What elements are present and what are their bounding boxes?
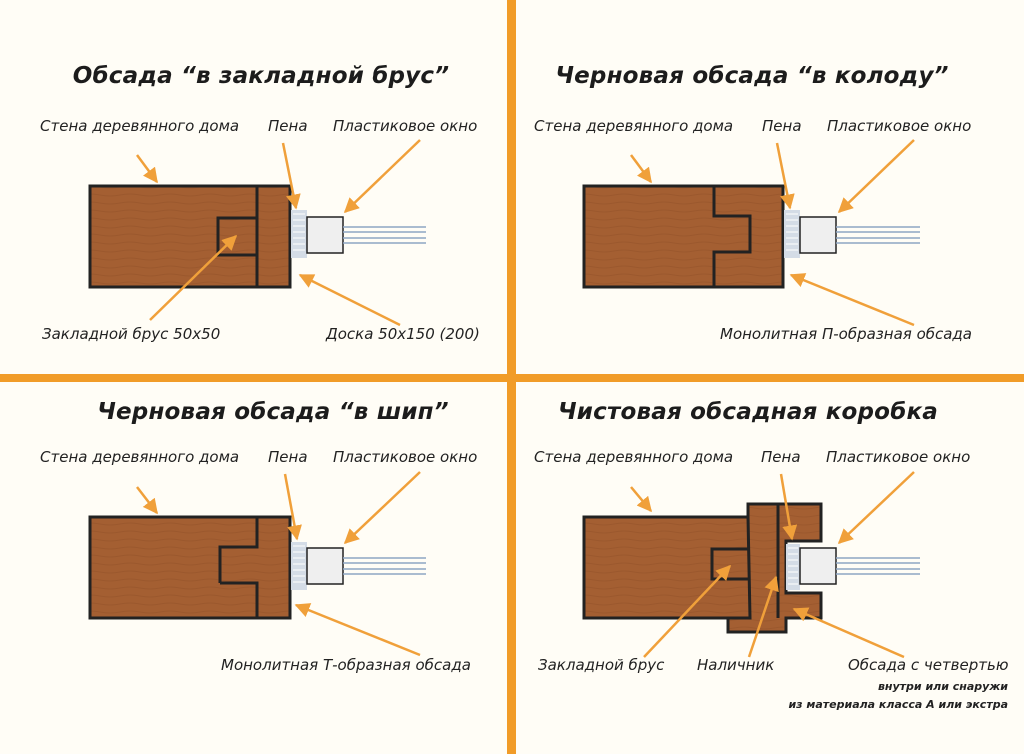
wall-log (88, 515, 292, 620)
window-label: Пластиковое окно (333, 117, 478, 135)
foam (784, 210, 800, 258)
block-casing-diagram (582, 139, 920, 327)
panel-title: Черновая обсада “в шип” (97, 399, 449, 425)
note-line-2: из материала класса А или экстра (788, 698, 1008, 711)
foam (786, 544, 800, 590)
panel-title: Обсада “в закладной брус” (72, 63, 450, 89)
wall-label: Стена деревянного дома (534, 117, 734, 135)
window-arrow (343, 139, 421, 214)
foam-arrow (779, 473, 798, 541)
embedded-beam-label: Закладной брус 50х50 (42, 325, 221, 343)
board-label: Доска 50х150 (200) (326, 325, 480, 343)
finish-casing (726, 502, 823, 634)
wall-arrow (630, 486, 652, 513)
foam (291, 210, 307, 258)
window-arrow (837, 139, 915, 214)
panel-finish-casing-box: Чистовая обсадная коробка Стена деревянн… (494, 377, 1009, 754)
wall-label: Стена деревянного дома (40, 448, 240, 466)
u-shaped-casing (712, 186, 752, 287)
window-arrow (343, 471, 421, 545)
panel-block-casing: Черновая обсада “в колоду” Стена деревян… (494, 0, 1006, 377)
t-shaped-casing (218, 517, 259, 618)
wall-log (88, 184, 292, 289)
casing-arrow (294, 603, 421, 657)
wall-arrow (629, 154, 653, 184)
foam-label: Пена (762, 117, 802, 135)
trim-label: Наличник (697, 656, 775, 674)
t-casing-label: Монолитная Т-образная обсада (221, 656, 471, 674)
panel-tenon-casing: Черновая обсада “в шип” Стена деревянног… (0, 377, 512, 754)
panel-embedded-beam: Обсада “в закладной брус” Стена деревянн… (0, 0, 512, 377)
board-arrow (298, 273, 401, 327)
embedded-beam-label: Закладной брус (538, 656, 665, 674)
foam-label: Пена (761, 448, 801, 466)
window-frame (799, 216, 837, 254)
trim-arrow (747, 575, 779, 658)
panel-title: Чистовая обсадная коробка (558, 399, 938, 425)
casing-arrow (789, 273, 915, 327)
window-label: Пластиковое окно (826, 448, 971, 466)
panel-title: Черновая обсада “в колоду” (555, 63, 949, 89)
foam (291, 542, 307, 590)
window-label: Пластиковое окно (827, 117, 972, 135)
embedded-beam-diagram (88, 139, 426, 327)
window-arrow (837, 471, 915, 545)
window-frame (306, 547, 344, 585)
wall-label: Стена деревянного дома (40, 117, 240, 135)
foam-label: Пена (268, 117, 308, 135)
quarter-casing-arrow (792, 607, 905, 659)
wall-label: Стена деревянного дома (534, 448, 734, 466)
quarter-casing-label: Обсада с четвертью (848, 656, 1009, 674)
window-label: Пластиковое окно (333, 448, 478, 466)
beam-arrow (643, 564, 732, 658)
wall-arrow (136, 486, 158, 515)
u-casing-label: Монолитная П-образная обсада (720, 325, 972, 343)
wall-log (582, 184, 785, 289)
beam-arrow (149, 234, 238, 321)
foam-arrow (283, 473, 302, 541)
finish-casing-diagram (582, 471, 920, 659)
foam-arrow (281, 142, 301, 210)
wall-arrow (135, 154, 159, 184)
horizontal-divider (0, 374, 1024, 382)
tenon-casing-diagram (88, 471, 426, 657)
window-frame (799, 547, 837, 585)
foam-label: Пена (268, 448, 308, 466)
foam-arrow (775, 142, 795, 210)
window-frame (306, 216, 344, 254)
embedded-beam (710, 547, 752, 581)
note-line-1: внутри или снаружи (877, 680, 1008, 693)
